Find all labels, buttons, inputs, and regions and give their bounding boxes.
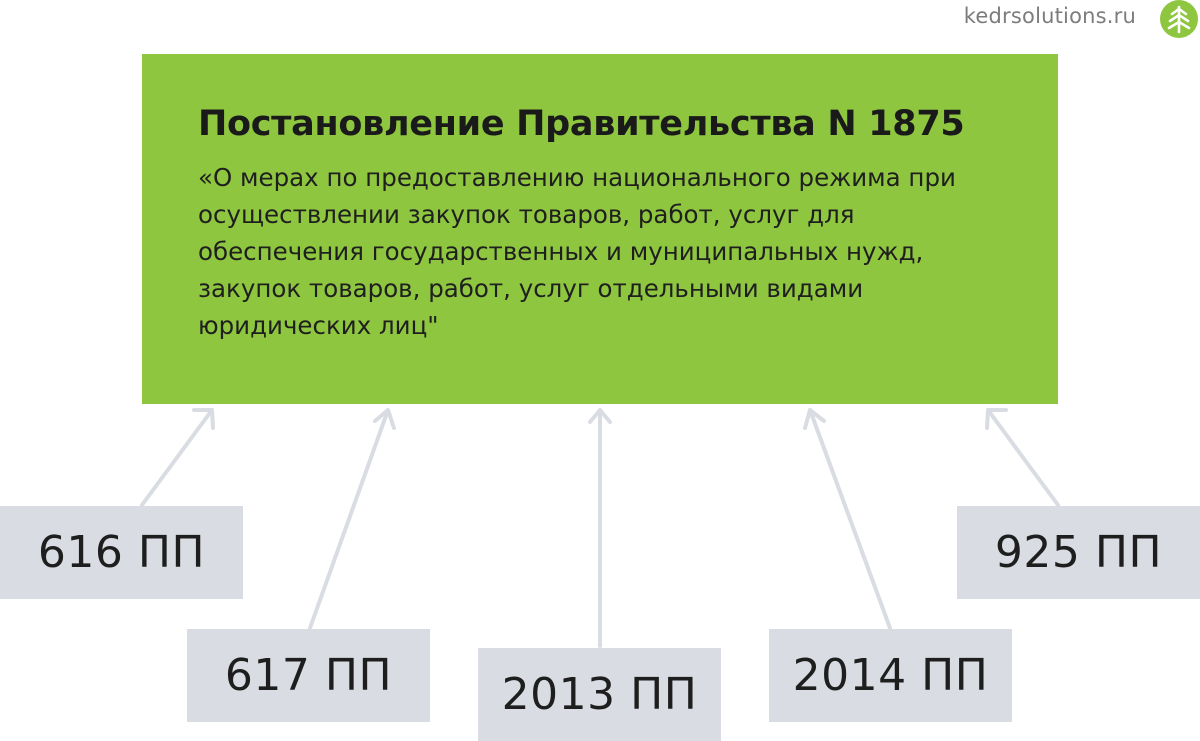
regulation-label: 2014 ПП: [792, 650, 989, 701]
regulation-box-2013: 2013 ПП: [478, 648, 721, 741]
arrow-617: [308, 408, 396, 630]
regulation-label: 2013 ПП: [501, 669, 698, 720]
regulation-box-925: 925 ПП: [957, 506, 1200, 599]
arrow-2013: [588, 408, 612, 648]
site-domain: kedrsolutions.ru: [963, 4, 1136, 28]
regulation-title: Постановление Правительства N 1875: [198, 104, 965, 144]
regulation-box-2014: 2014 ПП: [769, 629, 1012, 722]
regulation-description: «О мерах по предоставлению национального…: [198, 163, 956, 340]
regulation-box-616: 616 ПП: [0, 506, 243, 599]
arrow-925: [985, 408, 1060, 507]
regulation-box-617: 617 ПП: [187, 629, 430, 722]
arrow-2014: [803, 408, 892, 630]
arrow-616: [140, 408, 215, 507]
regulation-label: 616 ПП: [37, 527, 206, 578]
regulation-label: 925 ПП: [994, 527, 1163, 578]
regulation-label: 617 ПП: [224, 650, 393, 701]
tree-leaf-icon: [1160, 0, 1198, 38]
regulation-main-box: Постановление Правительства N 1875 «О ме…: [142, 54, 1058, 404]
